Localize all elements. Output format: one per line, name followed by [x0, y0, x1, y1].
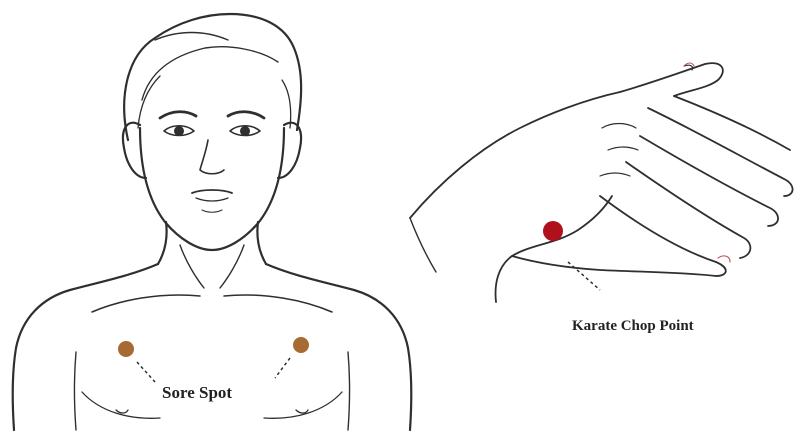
palm-outer-edge [496, 196, 612, 302]
finger-upper [674, 96, 790, 150]
finger-fourth [626, 162, 750, 258]
right-pec [264, 392, 342, 418]
sore-spot-label: Sore Spot [162, 383, 232, 402]
hand-illustration [410, 63, 793, 302]
neck-left [158, 222, 167, 264]
face-outline [140, 128, 284, 250]
right-eye [230, 126, 260, 136]
neck-right [257, 222, 266, 264]
finger-top [620, 63, 723, 96]
nose [200, 140, 224, 174]
left-eye [164, 126, 194, 136]
fingertip-nail-1 [718, 256, 730, 262]
right-eyebrow [228, 112, 264, 118]
sore-spot-right-dot [293, 337, 309, 353]
left-pec [82, 392, 160, 418]
hair [124, 14, 301, 140]
neck-muscle-left [180, 245, 204, 288]
sore-spot-left-leader [137, 362, 155, 382]
knuckle-crease-1 [602, 124, 636, 129]
knuckle-crease-3 [600, 173, 630, 176]
wrist-edge [410, 218, 436, 272]
right-shoulder [266, 264, 411, 430]
karate-chop-point-dot [543, 221, 563, 241]
palm-lower [512, 256, 716, 276]
person-illustration [13, 14, 412, 430]
left-collarbone [92, 295, 200, 312]
knuckle-crease-2 [608, 147, 638, 150]
finger-third [640, 136, 778, 226]
right-collarbone [224, 295, 332, 312]
left-eyebrow [160, 112, 196, 118]
mouth [192, 190, 232, 212]
right-arm-line [348, 352, 350, 430]
left-arm-line [75, 352, 77, 430]
karate-chop-point-label: Karate Chop Point [572, 318, 694, 334]
right-nipple [296, 410, 308, 413]
left-shoulder [13, 264, 158, 430]
left-nipple [116, 410, 128, 413]
finger-bottom [600, 196, 726, 276]
karate-chop-leader [568, 262, 600, 290]
neck-muscle-right [220, 245, 244, 288]
sore-spot-right-leader [275, 358, 290, 378]
sore-spot-left-dot [118, 341, 134, 357]
hand-back-outline [410, 92, 620, 218]
